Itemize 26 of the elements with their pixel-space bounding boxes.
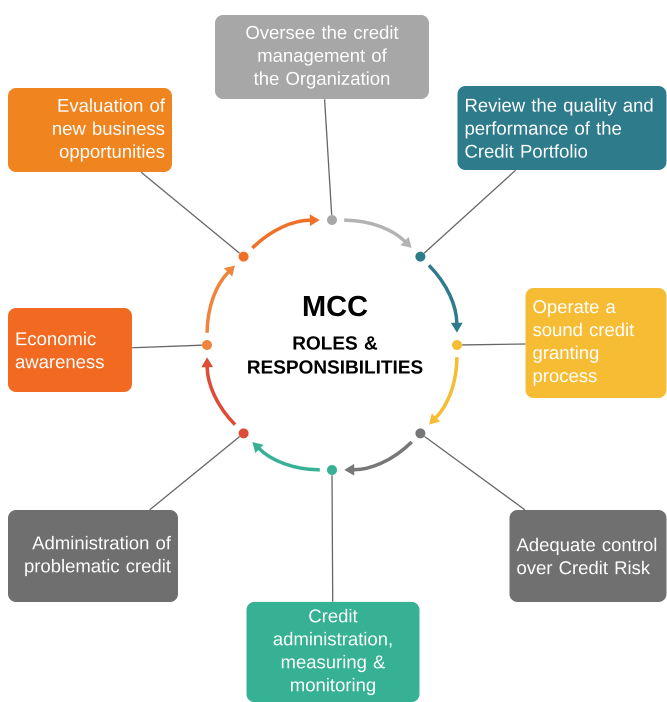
text-box: Economic awareness [8, 308, 132, 392]
text-box: Adequate control over Credit Risk [510, 510, 666, 602]
connector-line [462, 343, 526, 346]
dot [327, 465, 337, 475]
text-box: Credit administration, measuring & monitoring [246, 602, 420, 702]
connector-line [424, 436, 526, 510]
text-box: Operate a sound credit granting process [526, 288, 666, 398]
connector-line [324, 99, 332, 215]
dot [327, 215, 337, 225]
dot [452, 340, 462, 350]
dot [238, 428, 249, 438]
text-box: Evaluation of new business opportunities [8, 88, 172, 172]
heading: MCC [304, 296, 368, 316]
subheading: ROLES & RESPONSIBILITIES [248, 336, 422, 374]
connector-line [140, 172, 240, 254]
connector-line [331, 475, 334, 602]
text-box: Administration of problematic credit [8, 510, 178, 602]
text-box: Oversee the credit management of the Organization [215, 15, 429, 99]
dot [415, 428, 426, 438]
dot [202, 340, 212, 350]
dot [415, 252, 426, 262]
text-box: Review the quality and performance of the Credit Portfolio [458, 86, 666, 170]
connector-line [424, 170, 516, 254]
connector-line [132, 344, 202, 348]
dot [238, 252, 249, 262]
connector-line [149, 436, 240, 510]
